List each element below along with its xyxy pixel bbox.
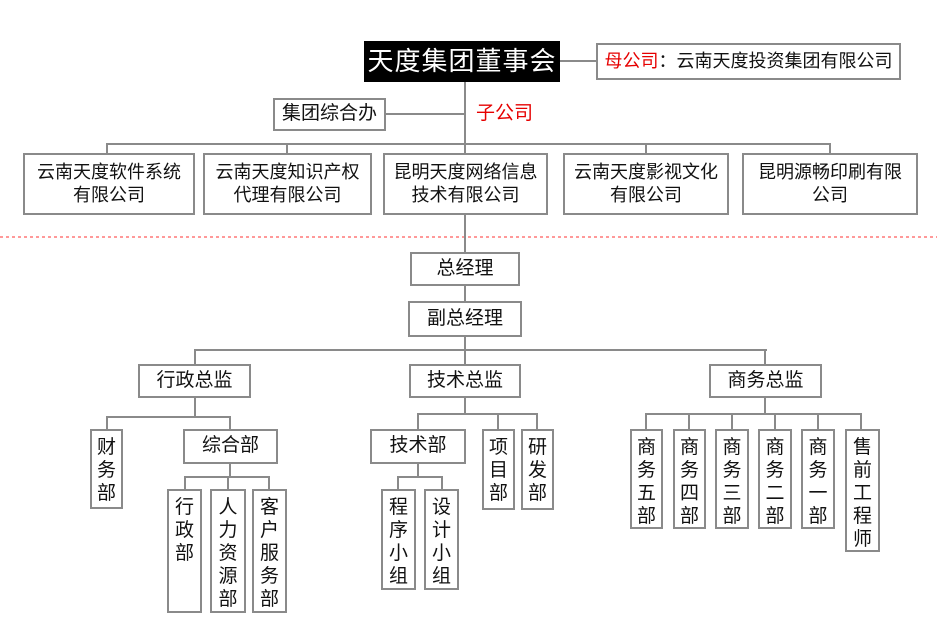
business-dept1-box: 商务一部 — [801, 429, 835, 529]
connector — [645, 143, 647, 154]
subsidiary-box-software: 云南天度软件系统 有限公司 — [23, 153, 195, 215]
subsidiary-box-media: 云南天度影视文化 有限公司 — [563, 153, 729, 215]
subsidiary-name-line: 公司 — [812, 185, 848, 205]
connector — [464, 397, 466, 415]
director-business-box: 商务总监 — [709, 364, 822, 398]
deputy-general-manager-label: 副总经理 — [426, 307, 503, 329]
red-dotted-divider — [0, 236, 937, 238]
connector — [106, 416, 231, 418]
parent-company-box: 母公司：云南天度投资集团有限公司 — [596, 43, 901, 80]
connector — [464, 82, 466, 154]
connector — [464, 349, 466, 365]
design-team-box: 设计小组 — [424, 489, 459, 590]
connector — [464, 285, 466, 302]
general-dept-box: 综合部 — [183, 429, 278, 464]
connector — [817, 413, 819, 429]
director-business-label: 商务总监 — [727, 369, 804, 391]
connector — [464, 215, 466, 253]
presales-engineer-box: 售前工程师 — [845, 429, 880, 552]
connector — [764, 349, 766, 365]
director-tech-label: 技术总监 — [426, 369, 503, 391]
connector — [106, 143, 108, 154]
connector — [558, 60, 598, 62]
connector — [194, 349, 767, 351]
director-tech-box: 技术总监 — [409, 364, 521, 398]
business-dept3-box: 商务三部 — [715, 429, 749, 529]
connector — [829, 143, 831, 154]
subsidiary-name-line: 云南天度软件系统 — [37, 161, 181, 182]
board-box: 天度集团董事会 — [364, 41, 560, 82]
subsidiary-box-printing: 昆明源畅印刷有限 公司 — [742, 153, 918, 215]
connector — [184, 476, 186, 489]
subsidiary-name-line: 代理有限公司 — [233, 185, 342, 205]
connector — [417, 463, 419, 478]
subsidiary-name-line: 有限公司 — [73, 185, 145, 205]
director-admin-label: 行政总监 — [156, 369, 233, 391]
connector — [397, 476, 443, 478]
connector — [536, 413, 538, 429]
tech-dept-label: 技术部 — [389, 435, 447, 457]
program-team-box: 程序小组 — [381, 489, 416, 590]
connector — [194, 349, 196, 365]
connector — [441, 476, 443, 489]
deputy-general-manager-box: 副总经理 — [408, 301, 522, 337]
tech-dept-box: 技术部 — [370, 429, 466, 464]
connector — [764, 397, 766, 415]
subsidiary-name-line: 有限公司 — [610, 185, 682, 205]
business-dept2-box: 商务二部 — [758, 429, 792, 529]
subsidiary-name-line: 昆明源畅印刷有限 — [758, 161, 902, 182]
parent-company-name: ：云南天度投资集团有限公司 — [658, 50, 893, 71]
subsidiary-box-ip-agency: 云南天度知识产权 代理有限公司 — [203, 153, 372, 215]
group-office-label: 集团综合办 — [281, 103, 377, 125]
connector — [229, 463, 231, 478]
group-office-box: 集团综合办 — [273, 98, 386, 131]
subsidiary-name-line: 技术有限公司 — [411, 185, 520, 205]
connector — [731, 413, 733, 429]
customer-service-dept-box: 客户服务部 — [252, 489, 287, 613]
director-admin-box: 行政总监 — [138, 364, 251, 398]
finance-dept-box: 财务部 — [90, 429, 123, 509]
subsidiary-label: 子公司 — [476, 103, 534, 124]
subsidiary-name-line: 云南天度知识产权 — [215, 161, 360, 182]
hr-dept-box: 人力资源部 — [210, 489, 246, 613]
connector — [645, 413, 647, 429]
connector — [384, 113, 466, 115]
board-label: 天度集团董事会 — [367, 45, 557, 76]
general-dept-label: 综合部 — [201, 435, 259, 457]
connector — [227, 476, 229, 489]
connector — [268, 476, 270, 489]
connector — [286, 143, 288, 154]
connector — [774, 413, 776, 429]
connector — [497, 413, 499, 429]
subsidiary-box-network: 昆明天度网络信息 技术有限公司 — [383, 153, 548, 215]
connector — [106, 416, 108, 429]
subsidiary-name-line: 昆明天度网络信息 — [393, 161, 538, 182]
connector — [688, 413, 690, 429]
subsidiary-name-line: 云南天度影视文化 — [574, 161, 718, 182]
general-manager-label: 总经理 — [436, 257, 494, 279]
connector — [417, 413, 538, 415]
connector — [464, 336, 466, 350]
connector — [397, 476, 399, 489]
connector — [229, 416, 231, 429]
rnd-dept-box: 研发部 — [521, 429, 554, 510]
connector — [645, 413, 862, 415]
connector — [194, 397, 196, 418]
general-manager-box: 总经理 — [410, 252, 520, 286]
connector — [860, 413, 862, 429]
connector — [106, 143, 831, 145]
business-dept5-box: 商务五部 — [630, 429, 663, 529]
project-dept-box: 项目部 — [482, 429, 515, 510]
business-dept4-box: 商务四部 — [673, 429, 706, 529]
parent-company-prefix: 母公司 — [604, 50, 659, 71]
admin-dept-box: 行政部 — [167, 489, 202, 613]
connector — [417, 413, 419, 429]
